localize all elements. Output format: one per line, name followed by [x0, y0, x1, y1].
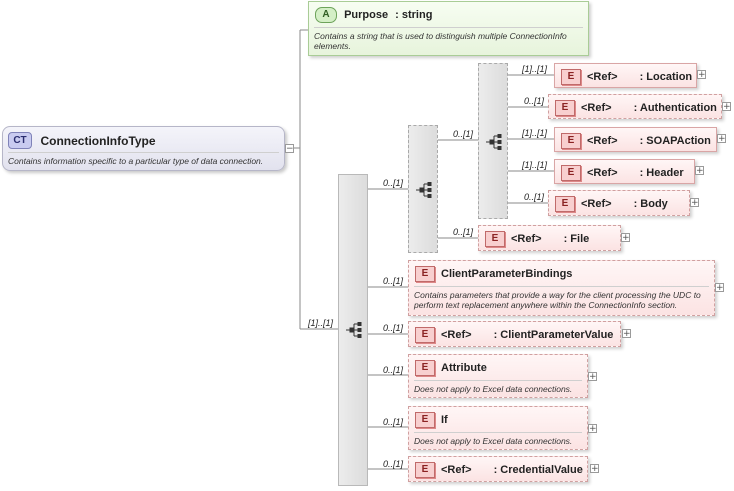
- inner-choice-compositor[interactable]: [408, 125, 438, 253]
- choice-icon: [416, 182, 432, 198]
- expand-icon[interactable]: +: [717, 134, 726, 144]
- body-cardinality: 0..[1]: [524, 192, 545, 202]
- element-if[interactable]: E If Does not apply to Excel data connect…: [408, 406, 588, 450]
- expand-icon[interactable]: +: [588, 372, 597, 382]
- inner-choice-cardinality: 0..[1]: [383, 178, 404, 188]
- ref-label: <Ref>: [587, 167, 618, 179]
- if-element-cardinality: 0..[1]: [383, 417, 404, 427]
- soapaction-cardinality: [1]..[1]: [522, 128, 548, 138]
- complex-type-box[interactable]: CT ConnectionInfoType Contains informati…: [2, 126, 285, 171]
- file-cardinality: 0..[1]: [453, 227, 474, 237]
- element-soapaction[interactable]: E <Ref> : SOAPAction: [554, 127, 717, 152]
- element-credential-value[interactable]: E <Ref> : CredentialValue: [408, 456, 588, 482]
- element-soapaction-name: : SOAPAction: [639, 134, 711, 147]
- attribute-purpose-box[interactable]: A Purpose : string Contains a string tha…: [308, 1, 589, 56]
- client-parameter-value-cardinality: 0..[1]: [383, 323, 404, 333]
- credential-value-cardinality: 0..[1]: [383, 459, 404, 469]
- expand-icon[interactable]: +: [588, 424, 597, 434]
- element-icon: E: [555, 196, 575, 212]
- element-authentication[interactable]: E <Ref> : Authentication: [548, 94, 722, 119]
- complex-type-description: Contains information specific to a parti…: [8, 152, 279, 166]
- attribute-element-cardinality: 0..[1]: [383, 365, 404, 375]
- element-if-name: If: [441, 414, 448, 426]
- header-cardinality: [1]..[1]: [522, 160, 548, 170]
- attribute-type: : string: [395, 9, 433, 21]
- client-parameter-bindings-cardinality: 0..[1]: [383, 276, 404, 286]
- element-icon: E: [415, 327, 435, 343]
- element-location-name: : Location: [639, 70, 693, 83]
- element-icon: E: [561, 133, 581, 149]
- expand-icon[interactable]: +: [690, 198, 699, 208]
- element-body[interactable]: E <Ref> : Body: [548, 190, 690, 216]
- sequence-icon: [346, 322, 362, 338]
- element-credential-value-name: : CredentialValue: [493, 463, 583, 476]
- element-icon: E: [561, 165, 581, 181]
- element-header-name: : Header: [639, 166, 684, 179]
- main-sequence-cardinality: [1]..[1]: [308, 318, 334, 328]
- ref-choice-cardinality: 0..[1]: [453, 129, 474, 139]
- complex-type-name: ConnectionInfoType: [40, 133, 156, 148]
- element-client-parameter-value[interactable]: E <Ref> : ClientParameterValue: [408, 321, 621, 347]
- element-client-parameter-bindings[interactable]: E ClientParameterBindings Contains parame…: [408, 260, 715, 316]
- element-icon: E: [415, 462, 435, 478]
- choice-icon: [486, 134, 502, 150]
- element-header[interactable]: E <Ref> : Header: [554, 159, 695, 184]
- element-attribute-description: Does not apply to Excel data connections…: [414, 380, 582, 394]
- ref-label: <Ref>: [587, 135, 618, 147]
- element-attribute[interactable]: E Attribute Does not apply to Excel data …: [408, 354, 588, 398]
- location-cardinality: [1]..[1]: [522, 64, 548, 74]
- ref-label: <Ref>: [441, 329, 472, 341]
- attribute-name: Purpose: [344, 9, 389, 21]
- attribute-icon: A: [315, 7, 337, 23]
- element-file-name: : File: [563, 232, 590, 245]
- ref-choice-compositor[interactable]: [478, 63, 508, 219]
- element-client-parameter-bindings-description: Contains parameters that provide a way f…: [414, 286, 709, 310]
- element-authentication-name: : Authentication: [633, 101, 717, 114]
- ref-label: <Ref>: [441, 464, 472, 476]
- expand-icon[interactable]: +: [621, 233, 630, 243]
- element-icon: E: [555, 100, 575, 116]
- complex-type-icon: CT: [8, 132, 32, 150]
- attribute-description: Contains a string that is used to distin…: [314, 27, 583, 51]
- element-attribute-name: Attribute: [441, 362, 487, 374]
- element-icon: E: [415, 360, 435, 376]
- ref-label: <Ref>: [511, 233, 542, 245]
- element-icon: E: [485, 231, 505, 247]
- element-location[interactable]: E <Ref> : Location: [554, 63, 697, 88]
- element-file[interactable]: E <Ref> : File: [478, 225, 621, 251]
- expand-icon[interactable]: +: [697, 70, 706, 80]
- element-if-description: Does not apply to Excel data connections…: [414, 432, 582, 446]
- element-icon: E: [561, 69, 581, 85]
- authentication-cardinality: 0..[1]: [524, 96, 545, 106]
- element-body-name: : Body: [633, 197, 668, 210]
- element-client-parameter-bindings-name: ClientParameterBindings: [441, 268, 573, 280]
- expand-icon[interactable]: +: [715, 283, 724, 293]
- collapse-icon[interactable]: −: [285, 144, 294, 154]
- element-icon: E: [415, 266, 435, 282]
- ref-label: <Ref>: [587, 71, 618, 83]
- ref-label: <Ref>: [581, 102, 612, 114]
- expand-icon[interactable]: +: [695, 166, 704, 176]
- expand-icon[interactable]: +: [722, 102, 731, 112]
- expand-icon[interactable]: +: [622, 329, 631, 339]
- main-sequence-compositor[interactable]: [338, 174, 368, 486]
- element-icon: E: [415, 412, 435, 428]
- expand-icon[interactable]: +: [590, 464, 599, 474]
- element-client-parameter-value-name: : ClientParameterValue: [493, 328, 614, 341]
- ref-label: <Ref>: [581, 198, 612, 210]
